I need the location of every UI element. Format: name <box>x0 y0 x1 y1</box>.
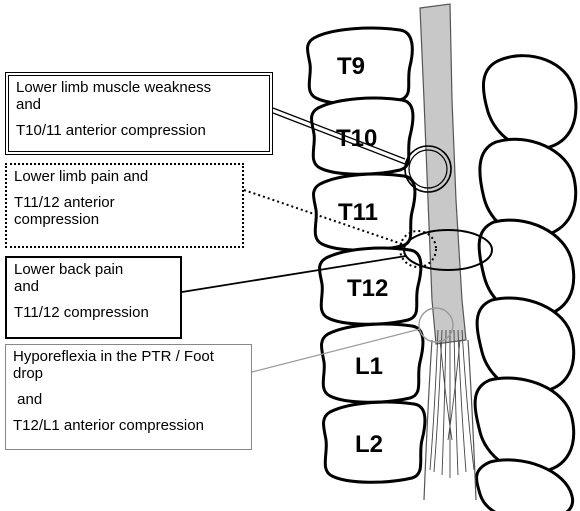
callout-back-pain-line-1: Lower back pain <box>14 261 173 278</box>
posterior-process-5 <box>475 378 574 473</box>
callout-limb-pain-line-1: Lower limb pain and <box>14 168 235 185</box>
vertebra-t11-label: T11 <box>338 199 378 226</box>
vertebra-l2-label: L2 <box>355 431 383 458</box>
callout-muscle-weakness-line-1: Lower limb muscle weakness <box>16 79 262 96</box>
callout-limb-pain-line-3: compression <box>14 211 235 228</box>
vertebral-bodies <box>308 28 425 482</box>
callout-hyporeflexia-line-3: and <box>13 391 244 408</box>
callout-hyporeflexia-line-4: T12/L1 anterior compression <box>13 417 244 434</box>
callout-muscle-weakness-line-3: T10/11 anterior compression <box>16 122 262 139</box>
posterior-process-6 <box>477 460 573 511</box>
spinal-cord-body <box>420 4 466 344</box>
spinal-cord <box>420 4 476 500</box>
callout-back-pain-line-2: and <box>14 278 173 295</box>
callout-hyporeflexia: Hyporeflexia in the PTR / Foot drop and … <box>5 344 252 450</box>
callout-muscle-weakness: Lower limb muscle weakness and T10/11 an… <box>5 72 273 155</box>
callout-hyporeflexia-line-1: Hyporeflexia in the PTR / Foot <box>13 348 244 365</box>
vertebra-l1-label: L1 <box>355 353 383 380</box>
callout-hyporeflexia-line-2: drop <box>13 365 244 382</box>
callout-limb-pain-line-2: T11/12 anterior <box>14 194 235 211</box>
callout-back-pain-line-3: T11/12 compression <box>14 304 173 321</box>
vertebra-t12-label: T12 <box>347 275 388 302</box>
callout-back-pain: Lower back pain and T11/12 compression <box>5 256 182 339</box>
posterior-elements <box>475 56 576 511</box>
callout-muscle-weakness-line-2: and <box>16 96 262 113</box>
vertebra-t9-label: T9 <box>337 53 365 80</box>
vertebra-t10-label: T10 <box>336 125 377 152</box>
callout-limb-pain: Lower limb pain and T11/12 anterior comp… <box>5 163 244 248</box>
dura-edge-right <box>468 340 476 500</box>
posterior-process-1 <box>483 56 575 149</box>
cauda-equina <box>430 330 474 478</box>
